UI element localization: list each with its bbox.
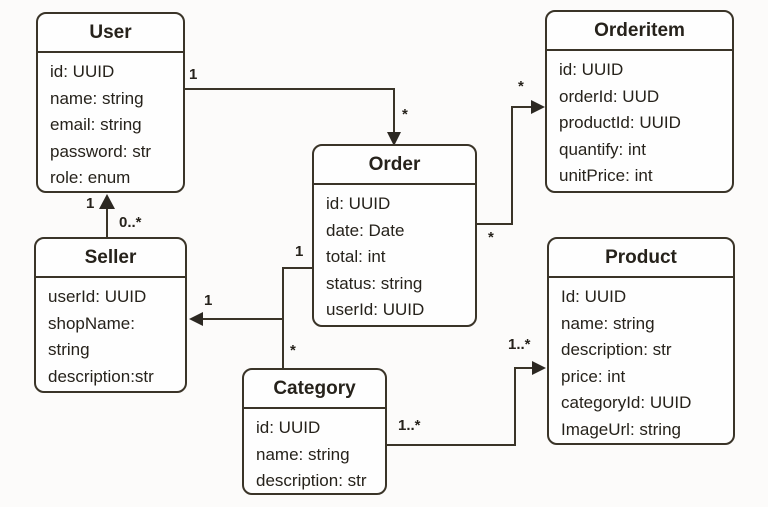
class-attributes-user: id: UUID name: string email: string passwor…	[38, 53, 183, 192]
class-attribute-line: unitPrice: int	[559, 166, 653, 185]
class-box-category: Category id: UUID name: string description…	[242, 368, 387, 495]
class-attribute-line: Id: UUID	[561, 287, 627, 306]
class-attribute-line: id: UUID	[50, 62, 115, 81]
arrowhead-right-product	[532, 361, 546, 375]
class-attribute-line: email: string	[50, 115, 142, 134]
class-attribute-line: name: string	[561, 313, 655, 333]
edge-order-category	[282, 267, 312, 368]
class-attribute-line: status: string	[326, 273, 423, 293]
class-attribute-line: shopName:	[48, 313, 135, 333]
multiplicity-order-seller-target: 1	[204, 292, 213, 309]
class-box-orderitem: Orderitem id: UUID orderId: UUD productId:…	[545, 10, 734, 193]
class-attribute-line: string	[48, 340, 90, 359]
class-attribute-line: categoryId: UUID	[561, 393, 692, 412]
class-attribute-line: name: string	[256, 444, 350, 464]
class-attribute-line: description:str	[48, 366, 154, 386]
class-title-seller: Seller	[36, 239, 185, 278]
class-title-order: Order	[314, 146, 475, 185]
class-attribute-line: description: str	[561, 340, 672, 359]
class-attributes-order: id: UUID date: Date total: int status: stri…	[314, 185, 475, 324]
class-attribute-line: id: UUID	[326, 194, 391, 213]
class-attribute-line: userId: UUID	[48, 287, 147, 306]
class-attribute-line: role: enum	[50, 168, 131, 187]
multiplicity-category-product-target: 1..*	[508, 336, 531, 353]
class-attribute-line: userId: UUID	[326, 300, 425, 319]
class-box-order: Order id: UUID date: Date total: int status…	[312, 144, 477, 327]
arrowhead-down-order	[387, 132, 401, 146]
class-attribute-line: quantify: int	[559, 139, 646, 159]
class-attribute-line: orderId: UUD	[559, 86, 660, 106]
multiplicity-category-product-source: 1..*	[398, 417, 421, 434]
edge-user-order	[185, 88, 395, 133]
class-attributes-orderitem: id: UUID orderId: UUD productId: UUID quant…	[547, 51, 732, 190]
multiplicity-user-order-target: *	[402, 106, 408, 123]
arrowhead-right-orderitem	[531, 100, 545, 114]
class-box-product: Product Id: UUID name: string description:…	[547, 237, 735, 445]
class-box-seller: Seller userId: UUID shopName: string descri…	[34, 237, 187, 393]
class-title-orderitem: Orderitem	[547, 12, 732, 51]
class-attributes-seller: userId: UUID shopName: string description:s…	[36, 278, 185, 390]
class-attributes-category: id: UUID name: string description: str	[244, 409, 385, 495]
class-attribute-line: description: str	[256, 471, 367, 490]
class-box-user: User id: UUID name: string email: string pa…	[36, 12, 185, 193]
class-attribute-line: productId: UUID	[559, 113, 681, 132]
edge-category-product	[387, 367, 533, 446]
class-attribute-line: total: int	[326, 247, 386, 266]
class-attribute-line: password: str	[50, 141, 152, 161]
class-title-user: User	[38, 14, 183, 53]
class-title-product: Product	[549, 239, 733, 278]
multiplicity-user-order-source: 1	[189, 66, 198, 83]
multiplicity-seller-user-target: 1	[86, 195, 95, 212]
class-attribute-line: name: string	[50, 88, 144, 108]
class-attribute-line: date: Date	[326, 220, 405, 240]
edge-order-orderitem	[477, 106, 532, 225]
class-attribute-line: id: UUID	[256, 418, 321, 437]
class-attribute-line: id: UUID	[559, 60, 624, 79]
class-attribute-line: ImageUrl: string	[561, 419, 681, 439]
class-attributes-product: Id: UUID name: string description: str pric…	[549, 278, 733, 443]
multiplicity-order-category-target: *	[290, 342, 296, 359]
multiplicity-order-seller-source: 1	[295, 243, 304, 260]
multiplicity-order-orderitem-target: *	[518, 78, 524, 95]
class-attribute-line: price: int	[561, 366, 626, 386]
class-title-category: Category	[244, 370, 385, 409]
arrowhead-triangle-user	[99, 194, 115, 209]
multiplicity-order-orderitem-source: *	[488, 229, 494, 246]
arrowhead-left-seller	[189, 312, 203, 326]
multiplicity-seller-user-source: 0..*	[119, 214, 142, 231]
